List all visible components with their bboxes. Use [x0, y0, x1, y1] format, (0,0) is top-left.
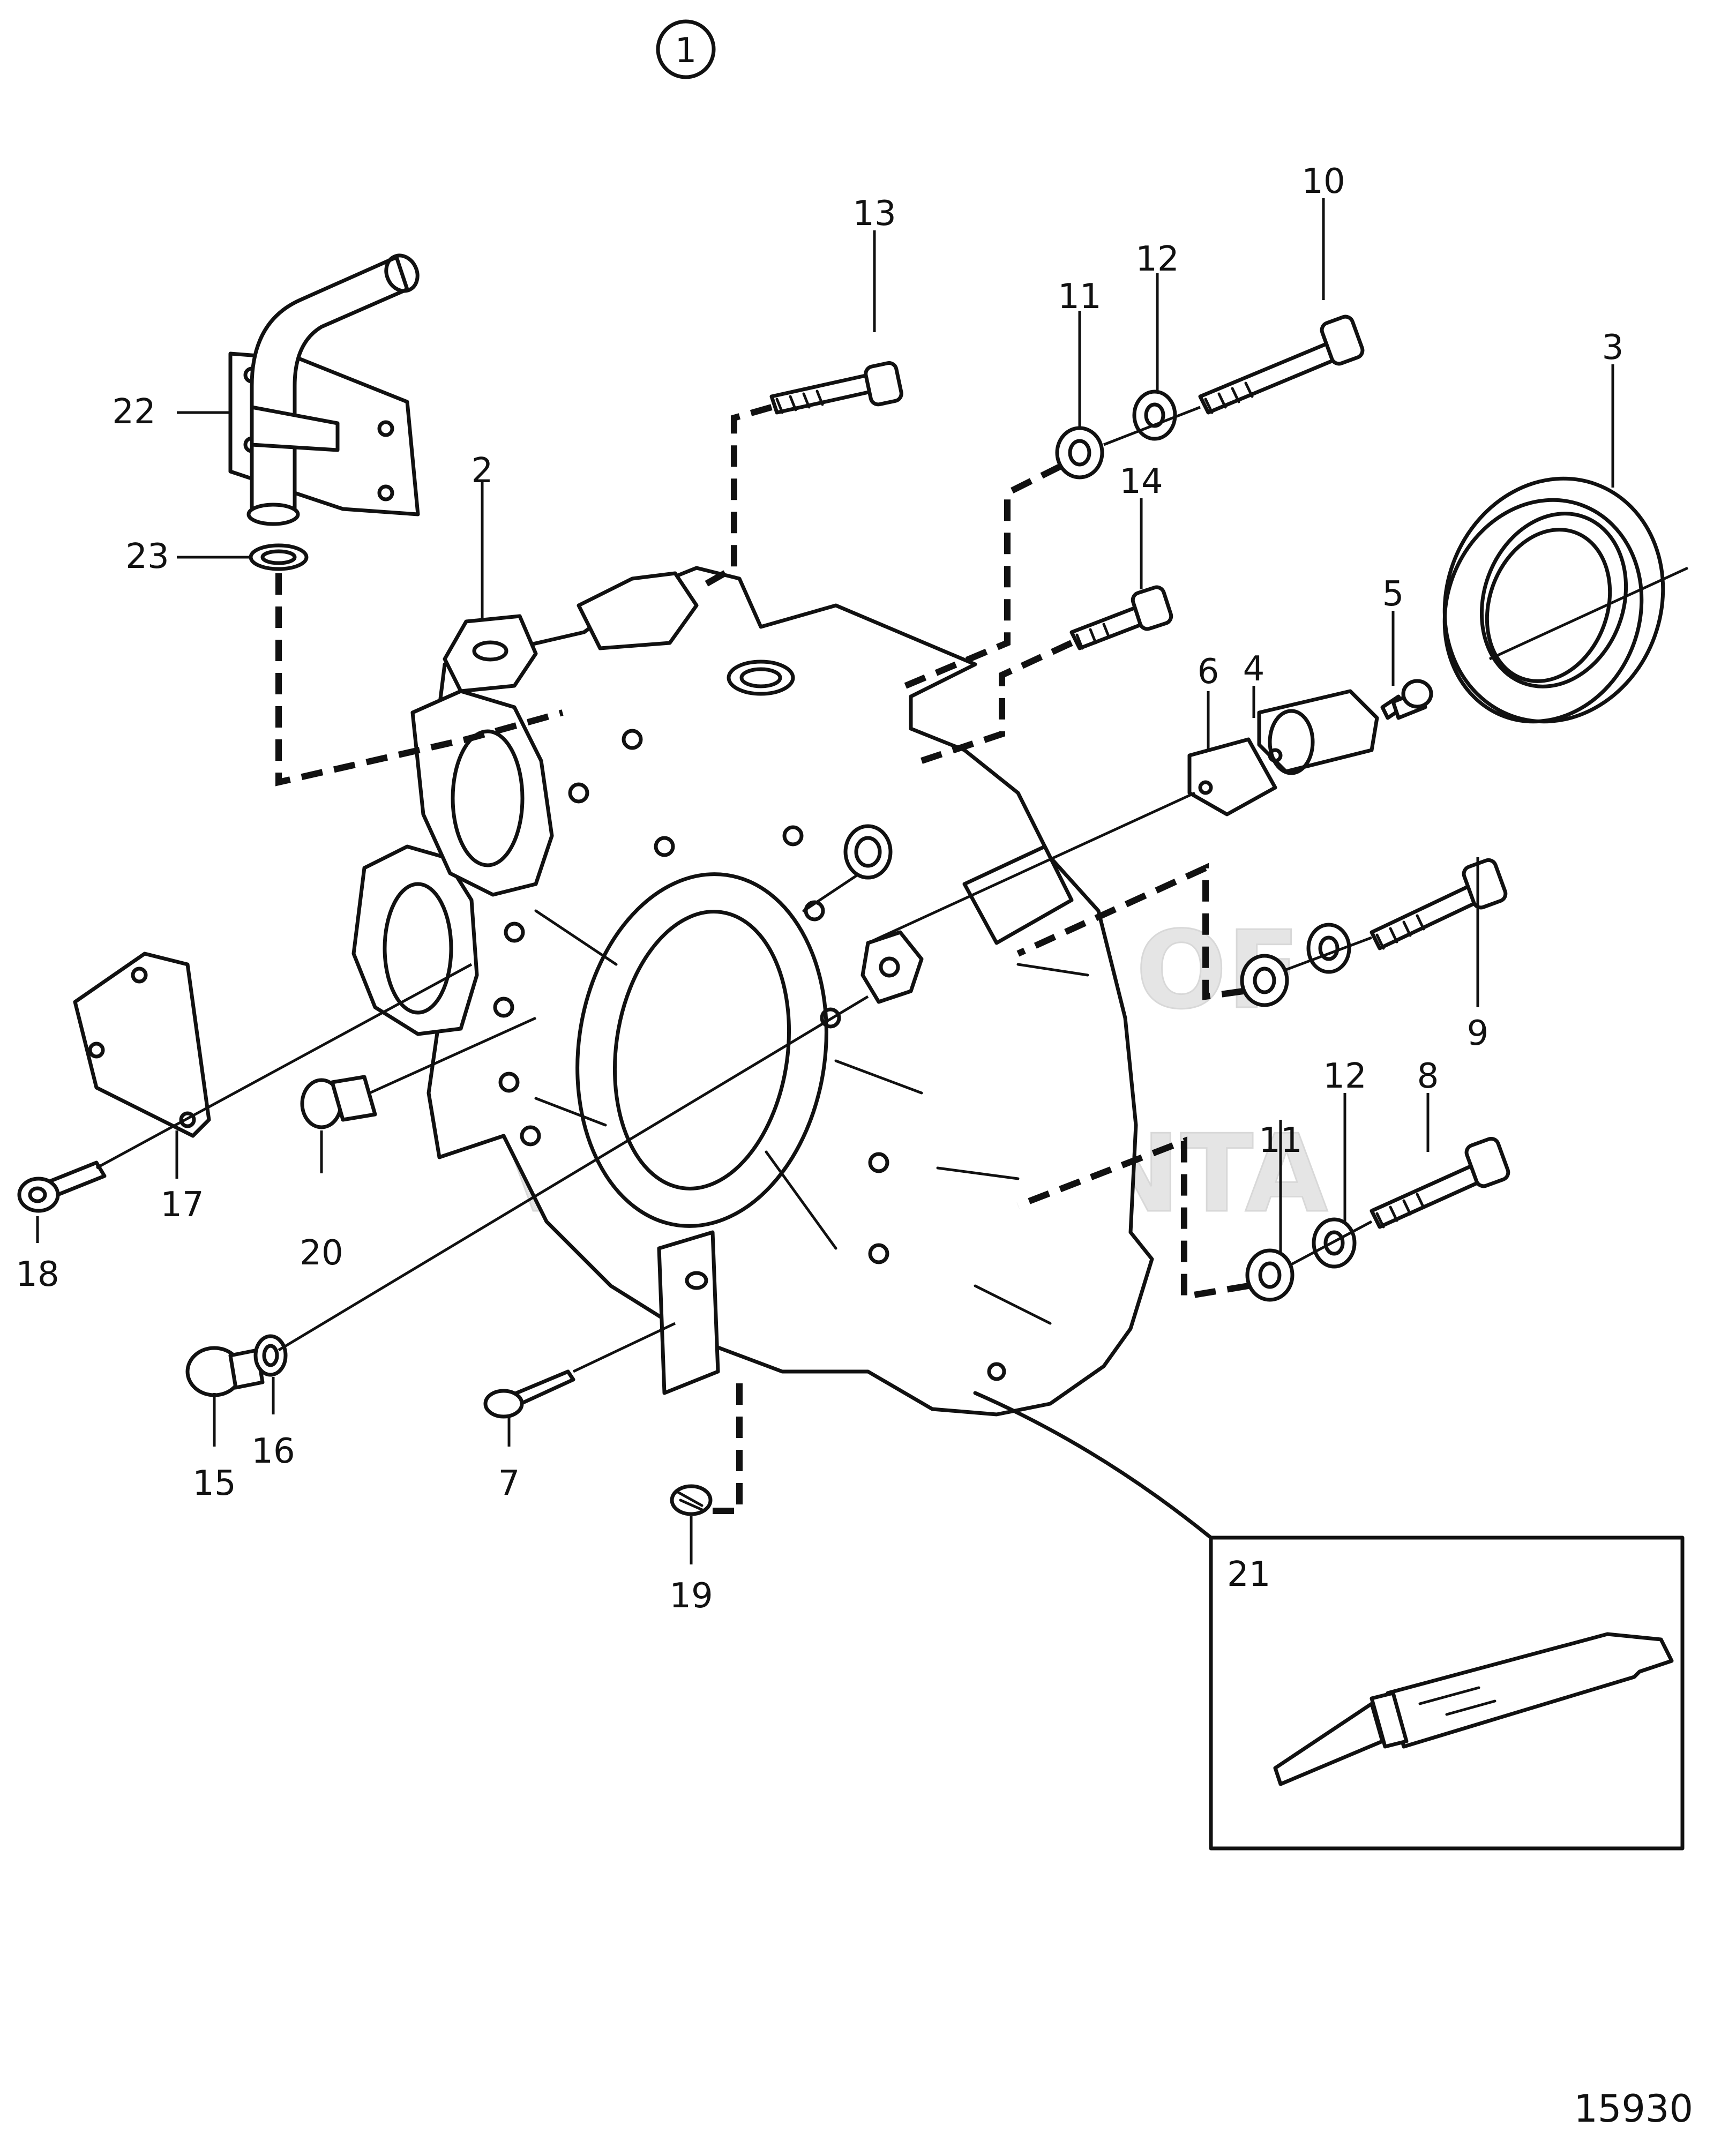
callout-11-low: 11 — [1259, 1121, 1302, 1160]
assembly-line-13 — [695, 404, 773, 593]
flywheel-housing — [351, 566, 1154, 1417]
washer-11-mid — [1240, 954, 1289, 1007]
screw-18 — [17, 1160, 107, 1213]
bolt-13 — [769, 361, 903, 415]
bolt-8 — [1370, 1136, 1510, 1229]
washer-12-mid — [1306, 923, 1351, 974]
washer-12-low — [1312, 1217, 1357, 1269]
washer-11-top — [1055, 426, 1104, 480]
callout-10: 10 — [1301, 162, 1345, 201]
plug-15 — [185, 1346, 265, 1397]
axis-line-7 — [572, 1322, 676, 1373]
assembly-line-14 — [921, 640, 1073, 764]
assembly-line-pipe — [275, 573, 564, 787]
plug-20 — [300, 1075, 377, 1129]
sealant-tube-icon — [1273, 1632, 1674, 1786]
screw-19 — [670, 1484, 713, 1516]
bolt-10 — [1198, 314, 1365, 415]
washer-12-top — [1132, 390, 1177, 441]
bolt-9 — [1370, 858, 1508, 950]
callout-12-low: 12 — [1323, 1057, 1366, 1096]
housing-bolt-holes — [493, 729, 1006, 1381]
assembly-line-10 — [904, 463, 1062, 689]
axis-line-17 — [95, 963, 473, 1170]
axis-line-4 — [867, 791, 1196, 945]
washer-11-low — [1245, 1248, 1294, 1302]
cover-plate-17 — [73, 952, 211, 1138]
callout-23: 23 — [125, 537, 169, 576]
callout-18: 18 — [16, 1255, 59, 1294]
screw-7 — [483, 1369, 575, 1419]
gasket-6 — [1187, 737, 1277, 817]
axis-line-8 — [1290, 1220, 1373, 1266]
callout-2: 2 — [472, 451, 493, 491]
axis-line-20 — [369, 1016, 537, 1095]
bolt-14 — [1069, 585, 1173, 650]
callout-15: 15 — [192, 1464, 236, 1503]
callout-13: 13 — [852, 194, 896, 234]
assembly-line-9 — [1016, 863, 1244, 1000]
sensor-4 — [1257, 689, 1379, 775]
view-number: 1 — [675, 31, 697, 71]
callout-8: 8 — [1417, 1057, 1439, 1096]
callout-9: 9 — [1467, 1014, 1489, 1053]
callout-17: 17 — [160, 1185, 204, 1225]
view-number-marker: 1 — [656, 19, 716, 79]
callout-19: 19 — [669, 1576, 713, 1616]
o-ring-23 — [249, 543, 309, 571]
axis-line-10 — [1103, 406, 1201, 446]
callout-14: 14 — [1119, 462, 1163, 501]
drawing-code: 15930 — [1574, 2087, 1693, 2131]
axis-line-15 — [278, 995, 869, 1352]
inset-label: 21 — [1227, 1555, 1270, 1594]
screw-5 — [1380, 679, 1433, 720]
callout-12-top: 12 — [1135, 239, 1179, 279]
inset-box-21: 21 — [1209, 1536, 1685, 1851]
leader-lines — [36, 198, 1614, 1564]
axis-line-3 — [1488, 566, 1689, 661]
callout-16: 16 — [251, 1432, 295, 1471]
callout-4: 4 — [1243, 649, 1265, 689]
seal-ring-3 — [1442, 476, 1665, 724]
callout-6: 6 — [1198, 652, 1219, 692]
callout-11-top: 11 — [1058, 277, 1101, 317]
callout-3: 3 — [1602, 328, 1624, 368]
assembly-line-8 — [1016, 1136, 1249, 1301]
callout-22: 22 — [112, 392, 155, 432]
coolant-pipe-assembly — [228, 253, 420, 526]
callout-7: 7 — [498, 1464, 520, 1503]
callout-labels: 2 3 4 5 6 7 8 9 10 11 12 13 14 15 16 17 … — [16, 162, 1623, 1616]
axis-line-9 — [1285, 936, 1372, 971]
seal-16 — [253, 1334, 288, 1377]
inset-connector — [973, 1391, 1213, 1540]
callout-5: 5 — [1382, 574, 1404, 614]
assembly-line-19 — [713, 1382, 743, 1514]
callout-20: 20 — [300, 1233, 343, 1273]
